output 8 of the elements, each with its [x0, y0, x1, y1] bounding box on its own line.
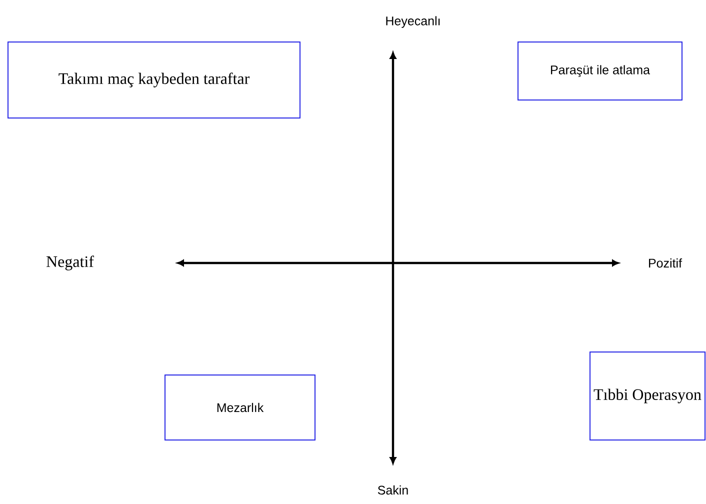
text-box: Mezarlık	[164, 374, 316, 440]
axis-label: Sakin	[378, 485, 408, 495]
text-box: Tıbbi Operasyon	[590, 352, 706, 440]
axis-label: Pozitif	[649, 258, 682, 268]
axis-label: Heyecanlı	[386, 16, 440, 28]
axis-label: Negatif	[46, 256, 94, 270]
text-box: Takımı maç kaybeden taraftar	[8, 42, 300, 118]
text-box: Paraşüt ile atlama	[518, 42, 682, 100]
